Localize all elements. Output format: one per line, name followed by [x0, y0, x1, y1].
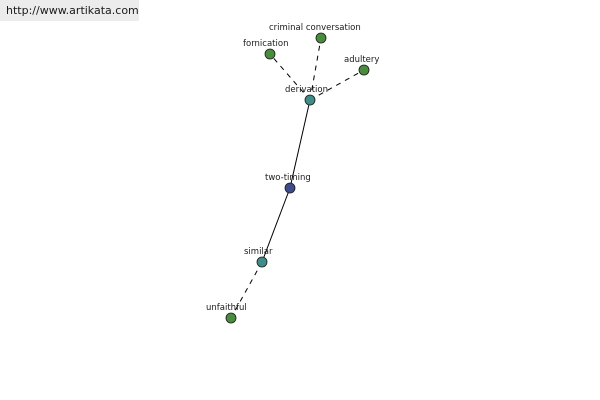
node-fornication[interactable]: fornication — [243, 39, 288, 60]
edge-derivation-adultery — [309, 69, 365, 101]
node-unfaithful[interactable]: unfaithful — [206, 303, 247, 324]
node-dot-adultery[interactable] — [358, 64, 370, 76]
edge-two-timing-similar — [261, 187, 291, 263]
node-label-two-timing[interactable]: two-timing — [265, 173, 311, 183]
node-dot-fornication[interactable] — [264, 48, 276, 60]
node-label-derivation[interactable]: derivation — [285, 85, 328, 95]
node-dot-unfaithful[interactable] — [225, 312, 237, 324]
node-criminal-conversation[interactable]: criminal conversation — [269, 23, 361, 44]
edge-derivation-criminal-conversation — [309, 37, 322, 101]
node-label-criminal-conversation[interactable]: criminal conversation — [269, 23, 361, 33]
node-label-unfaithful[interactable]: unfaithful — [206, 303, 247, 313]
node-dot-similar[interactable] — [256, 256, 268, 268]
source-url[interactable]: http://www.artikata.com — [0, 0, 139, 21]
edge-similar-unfaithful — [230, 261, 263, 319]
node-adultery[interactable]: adultery — [344, 55, 379, 76]
node-label-fornication[interactable]: fornication — [243, 39, 288, 49]
node-label-similar[interactable]: similar — [244, 247, 273, 257]
nodes-layer: two-timing derivation similar criminal conv… — [206, 23, 379, 324]
node-label-adultery[interactable]: adultery — [344, 55, 379, 65]
node-two-timing[interactable]: two-timing — [265, 173, 311, 194]
edge-derivation-fornication — [269, 53, 311, 101]
node-dot-two-timing[interactable] — [284, 182, 296, 194]
node-similar[interactable]: similar — [244, 247, 273, 268]
node-dot-derivation[interactable] — [304, 94, 316, 106]
node-dot-criminal-conversation[interactable] — [315, 32, 327, 44]
node-derivation[interactable]: derivation — [285, 85, 328, 106]
edges-layer — [230, 37, 365, 319]
edge-two-timing-derivation — [289, 99, 311, 189]
